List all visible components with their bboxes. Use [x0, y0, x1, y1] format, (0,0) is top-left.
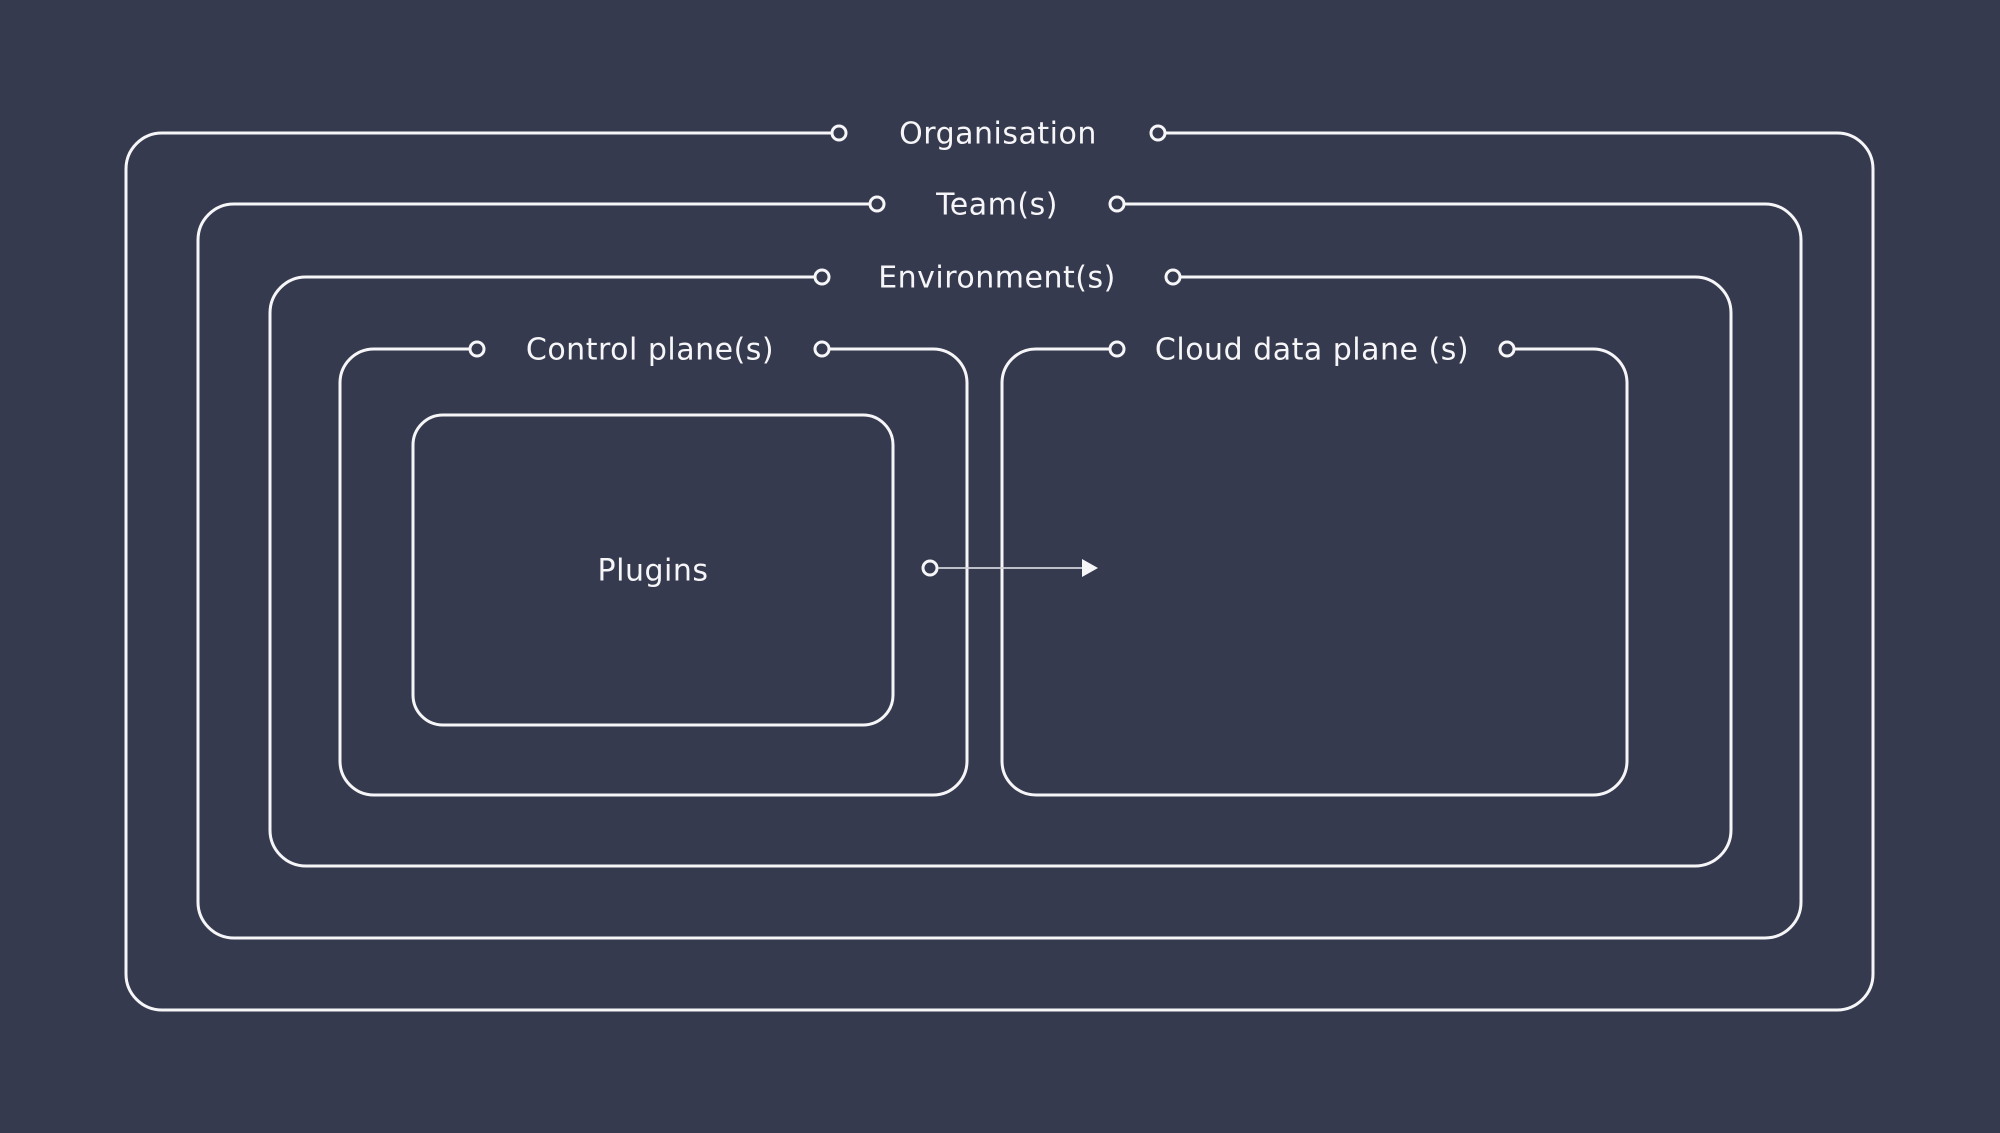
connector-dot-icon [1164, 268, 1182, 286]
ring-organisation-label: Organisation [899, 117, 1097, 152]
box-control-plane-label: Control plane(s) [526, 333, 774, 368]
box-cloud-data-plane-label: Cloud data plane (s) [1155, 333, 1469, 368]
plugins-to-cloud-arrow [921, 559, 1098, 577]
connector-dot-icon [1108, 195, 1126, 213]
connector-dot-icon [468, 340, 486, 358]
box-cloud-data-plane-border [1000, 347, 1629, 797]
connector-dot-icon [1149, 124, 1167, 142]
connector-dot-icon [1108, 340, 1126, 358]
connector-dot-icon [813, 340, 831, 358]
ring-environments-label: Environment(s) [878, 261, 1116, 296]
ring-organisation-border [124, 131, 1875, 1012]
connector-dot-icon [868, 195, 886, 213]
box-plugins: Plugins [411, 413, 895, 727]
ring-environments-border [268, 275, 1733, 868]
box-plugins-label: Plugins [598, 554, 709, 589]
ring-teams: Team(s) [196, 188, 1803, 940]
connector-dot-icon [1498, 340, 1516, 358]
connector-dot-icon [813, 268, 831, 286]
ring-environments: Environment(s) [268, 261, 1733, 868]
ring-teams-border [196, 202, 1803, 940]
box-control-plane-border [338, 347, 969, 797]
ring-organisation: Organisation [124, 117, 1875, 1012]
arrow-start-dot-icon [921, 559, 939, 577]
arrow-right-icon [1082, 559, 1098, 577]
box-cloud-data-plane: Cloud data plane (s) [1000, 333, 1629, 797]
box-control-plane: Control plane(s) [338, 333, 969, 797]
box-plugins-border [411, 413, 895, 727]
ring-teams-label: Team(s) [935, 188, 1058, 223]
connector-dot-icon [830, 124, 848, 142]
